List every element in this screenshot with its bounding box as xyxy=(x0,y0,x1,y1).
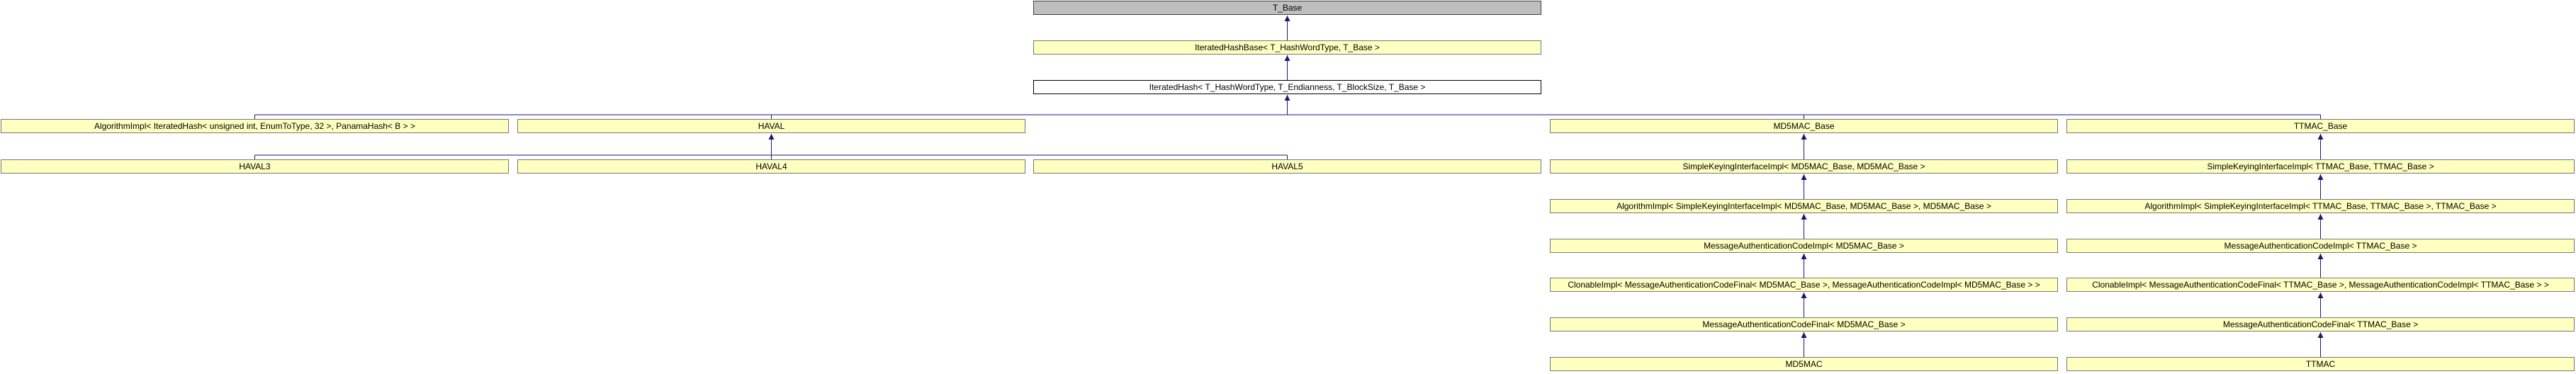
node-tt-clonable-impl[interactable]: ClonableImpl< MessageAuthenticationCodeF… xyxy=(2066,278,2575,292)
node-iterated-hash-base[interactable]: IteratedHashBase< T_HashWordType, T_Base… xyxy=(1033,40,1541,55)
node-md5-mac-code-final[interactable]: MessageAuthenticationCodeFinal< MD5MAC_B… xyxy=(1550,317,2058,332)
node-ttmac[interactable]: TTMAC xyxy=(2066,357,2575,371)
node-t-base[interactable]: T_Base xyxy=(1033,1,1541,15)
node-md5-mac-code-impl[interactable]: MessageAuthenticationCodeImpl< MD5MAC_Ba… xyxy=(1550,239,2058,253)
node-ttmac-base[interactable]: TTMAC_Base xyxy=(2066,119,2575,133)
node-tt-simple-keying[interactable]: SimpleKeyingInterfaceImpl< TTMAC_Base, T… xyxy=(2066,159,2575,174)
node-haval4[interactable]: HAVAL4 xyxy=(517,159,1025,174)
node-algorithm-impl-panama[interactable]: AlgorithmImpl< IteratedHash< unsigned in… xyxy=(1,119,509,133)
node-md5mac[interactable]: MD5MAC xyxy=(1550,357,2058,371)
node-iterated-hash: IteratedHash< T_HashWordType, T_Endianne… xyxy=(1033,80,1541,94)
node-md5-algorithm-impl[interactable]: AlgorithmImpl< SimpleKeyingInterfaceImpl… xyxy=(1550,199,2058,213)
node-md5mac-base[interactable]: MD5MAC_Base xyxy=(1550,119,2058,133)
node-tt-mac-code-final[interactable]: MessageAuthenticationCodeFinal< TTMAC_Ba… xyxy=(2066,317,2575,332)
node-md5-simple-keying[interactable]: SimpleKeyingInterfaceImpl< MD5MAC_Base, … xyxy=(1550,159,2058,174)
node-haval[interactable]: HAVAL xyxy=(517,119,1025,133)
node-haval5[interactable]: HAVAL5 xyxy=(1033,159,1541,174)
node-tt-algorithm-impl[interactable]: AlgorithmImpl< SimpleKeyingInterfaceImpl… xyxy=(2066,199,2575,213)
node-tt-mac-code-impl[interactable]: MessageAuthenticationCodeImpl< TTMAC_Bas… xyxy=(2066,239,2575,253)
node-haval3[interactable]: HAVAL3 xyxy=(1,159,509,174)
node-md5-clonable-impl[interactable]: ClonableImpl< MessageAuthenticationCodeF… xyxy=(1550,278,2058,292)
